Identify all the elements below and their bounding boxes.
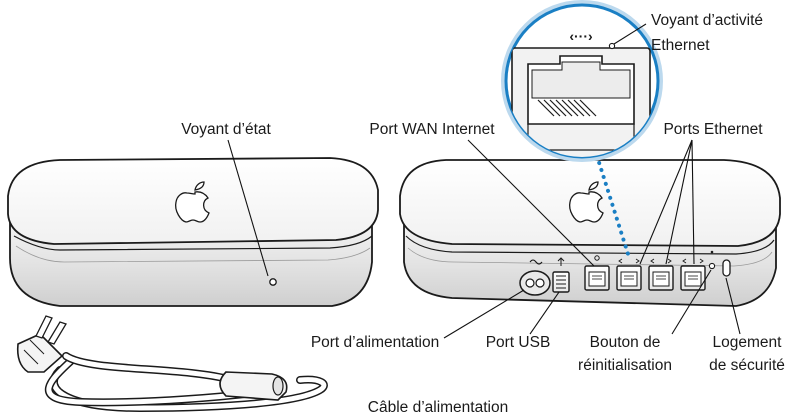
label-ethernet-activity-line2: Ethernet	[651, 37, 710, 54]
usb-icon	[557, 257, 565, 266]
leader-ethernet-port-3	[691, 139, 695, 265]
usb-port	[552, 257, 570, 293]
reset-button	[708, 262, 716, 270]
base-station-back	[399, 159, 781, 307]
power-port	[519, 259, 551, 296]
label-ethernet-ports: Ports Ethernet	[663, 121, 763, 138]
leader-status-light	[227, 139, 269, 277]
ethernet-port-1	[616, 258, 642, 291]
leader-ethernet-activity	[613, 23, 647, 45]
label-security-line1: Logement	[713, 334, 783, 351]
label-reset-line1: Bouton de	[590, 334, 661, 351]
power-connector	[219, 371, 288, 401]
leader-reset-button	[671, 269, 712, 335]
ethernet-port-3	[680, 258, 706, 291]
leader-usb-port	[529, 291, 560, 335]
ethernet-symbol-icon: ‹···›	[569, 28, 593, 44]
leader-wan-port	[467, 139, 595, 267]
base-station-front	[7, 157, 379, 307]
leader-power-port	[443, 289, 525, 339]
label-power-port: Port d’alimentation	[311, 334, 439, 351]
wall-plug	[16, 333, 64, 373]
security-slot	[722, 259, 731, 277]
label-status-light: Voyant d’état	[181, 121, 271, 138]
leader-security-slot	[725, 277, 741, 335]
apple-logo-icon	[175, 181, 210, 223]
label-wan-port: Port WAN Internet	[369, 121, 495, 138]
label-ethernet-activity-line1: Voyant d’activité	[651, 12, 763, 29]
ethernet-activity-light	[608, 42, 616, 50]
callout-dotted-connector	[595, 154, 630, 256]
leader-ethernet-port-2	[665, 139, 693, 265]
label-usb-port: Port USB	[486, 334, 551, 351]
leader-ethernet-port-1	[639, 139, 693, 265]
apple-logo-icon	[569, 181, 604, 223]
ethernet-port-callout: ‹···›	[501, 0, 663, 162]
power-cable	[16, 315, 328, 413]
label-reset-line2: réinitialisation	[578, 357, 672, 374]
label-power-cable: Câble d’alimentation	[368, 399, 508, 416]
power-symbol-icon	[529, 259, 543, 265]
label-security-line2: de sécurité	[709, 357, 785, 374]
wan-port	[584, 255, 610, 291]
ethernet-port-2	[648, 258, 674, 291]
status-light	[269, 278, 277, 286]
